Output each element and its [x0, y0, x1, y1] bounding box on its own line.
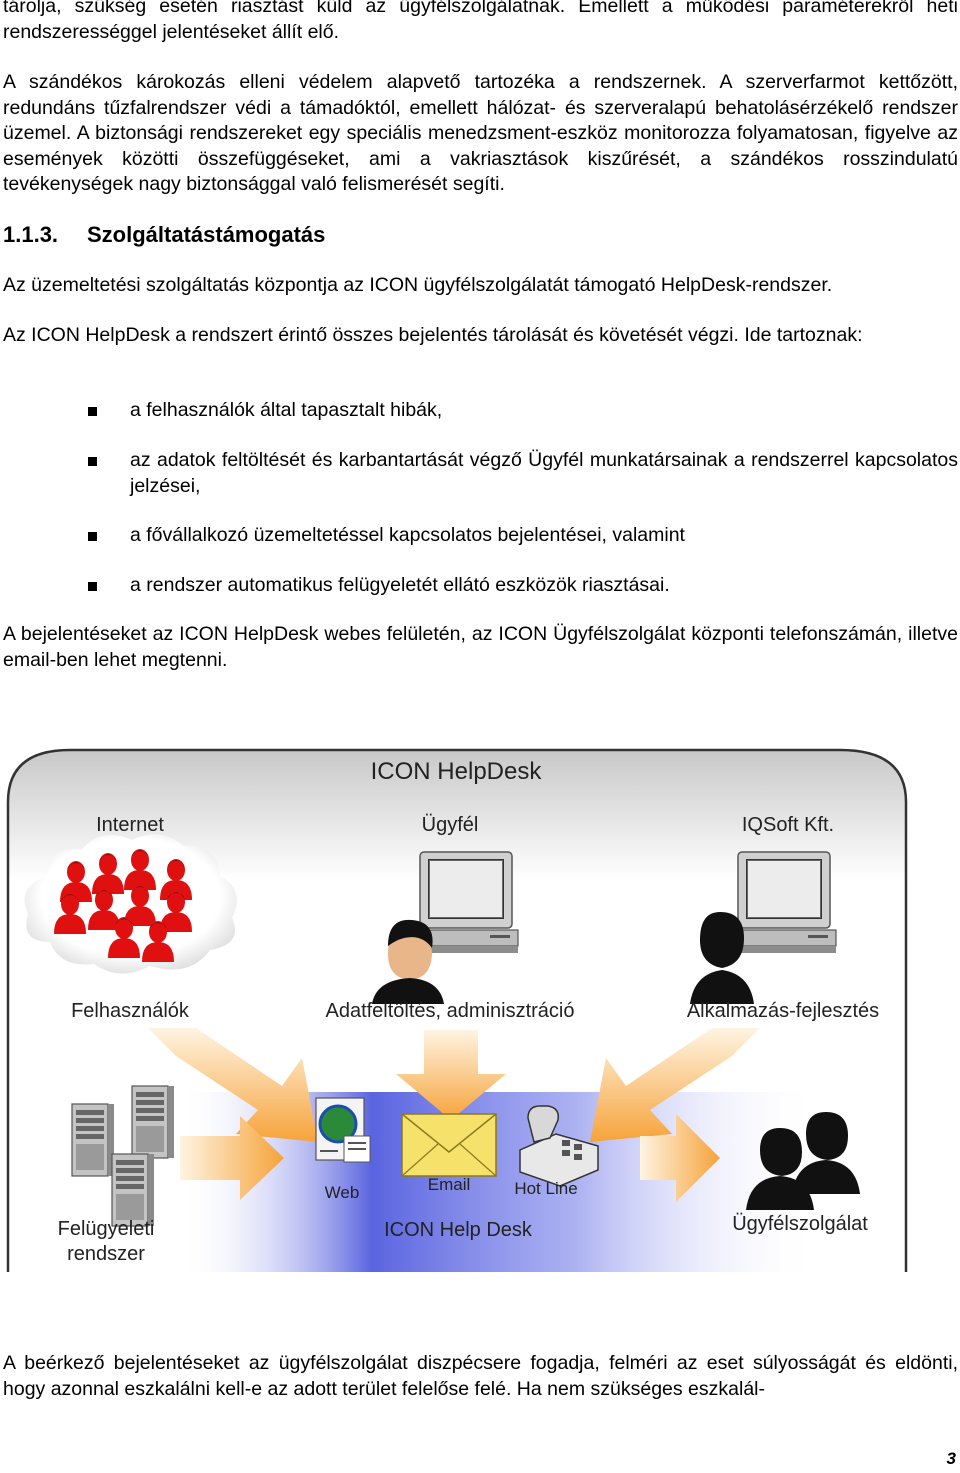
label-monitoring-line1: Felügyeleti — [58, 1218, 155, 1240]
helpdesk-diagram: ICON HelpDesk Internet Ügyfél IQSoft Kft… — [6, 748, 908, 1272]
label-customer-service: Ügyfélszolgálat — [732, 1213, 868, 1235]
label-help-desk: ICON Help Desk — [384, 1219, 533, 1241]
label-monitoring-line2: rendszer — [67, 1243, 145, 1265]
email-envelope-icon — [401, 1113, 497, 1177]
section-title: Szolgáltatástámogatás — [87, 222, 326, 247]
arrow-admin-icon — [396, 1030, 506, 1120]
section-heading: 1.1.3. Szolgáltatástámogatás — [3, 222, 325, 248]
paragraph-helpdesk-scope: Az ICON HelpDesk a rendszert érintő össz… — [3, 324, 863, 346]
label-development: Alkalmazás-fejlesztés — [687, 1000, 879, 1022]
paragraph-helpdesk-center: Az üzemeltetési szolgáltatás központja a… — [3, 274, 833, 296]
paragraph-channels: A bejelentéseket az ICON HelpDesk webes … — [3, 623, 958, 671]
arrow-monitoring-icon — [180, 1116, 284, 1200]
paragraph-security: A szándékos károkozás elleni védelem ala… — [3, 71, 958, 195]
bullet-icon — [88, 457, 97, 466]
paragraph-intro: tárolja, szükség esetén riasztást küld a… — [3, 0, 958, 43]
label-ugyfel: Ügyfél — [422, 814, 479, 836]
label-admin: Adatfeltöltés, adminisztráció — [325, 1000, 574, 1022]
admin-person-icon — [372, 919, 444, 1004]
label-users: Felhasználók — [71, 1000, 190, 1022]
developer-computer-icon — [731, 851, 837, 954]
developer-person-icon — [690, 912, 754, 1004]
arrow-users-icon — [148, 1028, 318, 1142]
hotline-phone-icon — [519, 1105, 599, 1187]
label-iqsoft: IQSoft Kft. — [742, 814, 834, 836]
label-web: Web — [325, 1183, 360, 1202]
label-hotline: Hot Line — [514, 1179, 577, 1198]
label-internet: Internet — [96, 814, 164, 836]
section-number: 1.1.3. — [3, 222, 59, 247]
arrow-development-icon — [590, 1028, 760, 1142]
bullet-icon — [88, 532, 97, 541]
web-icon — [315, 1097, 371, 1163]
label-email: Email — [428, 1175, 471, 1194]
bullet-icon — [88, 582, 97, 591]
diagram-title: ICON HelpDesk — [371, 758, 543, 785]
bullet-icon — [88, 407, 97, 416]
page-number: 3 — [946, 1449, 956, 1468]
arrow-support-icon — [640, 1114, 720, 1202]
paragraph-dispatcher: A beérkező bejelentéseket az ügyfélszolg… — [3, 1352, 958, 1400]
